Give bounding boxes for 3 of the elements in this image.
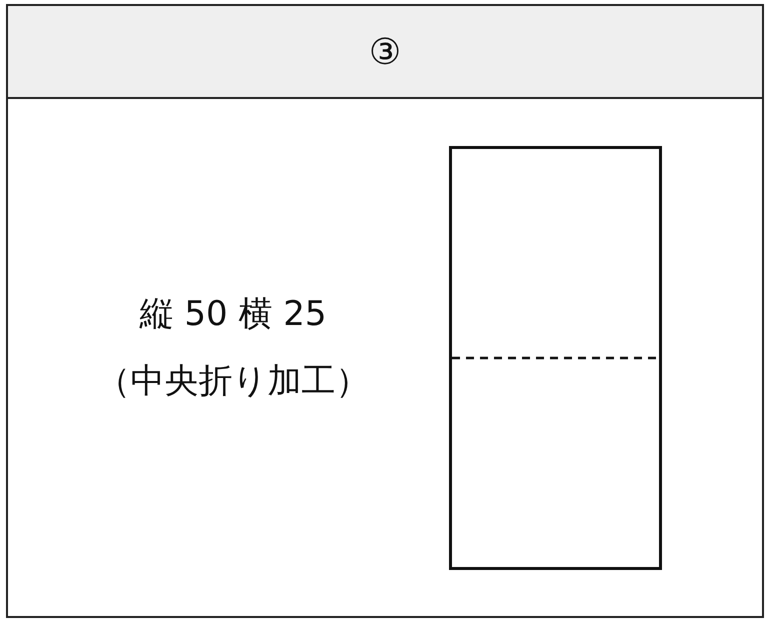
note-label: （中央折り加工） (96, 360, 370, 403)
size-label: 縦 50 横 25 (138, 293, 328, 336)
title: ③ (368, 32, 402, 73)
